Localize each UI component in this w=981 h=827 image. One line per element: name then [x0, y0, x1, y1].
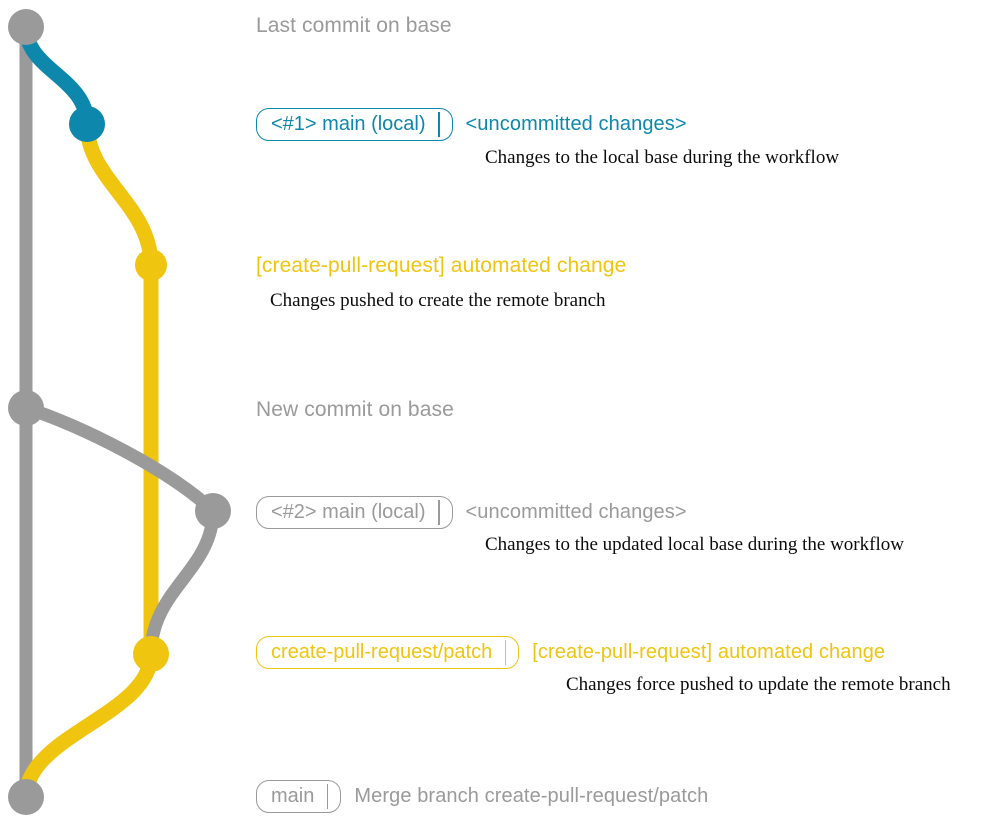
local-branch-line-2 [19, 401, 220, 518]
local-merge-line-2 [144, 504, 220, 661]
commit-node-base-top[interactable] [8, 9, 44, 45]
remote-branch-line-1 [79, 116, 159, 273]
branch-badge-main[interactable]: main [256, 780, 342, 814]
commit-row-automated-change-2: create-pull-request/patch [create-pull-r… [256, 636, 886, 670]
commit-node-merge[interactable] [8, 779, 44, 815]
commit-node-base-new[interactable] [8, 390, 44, 426]
commit-subtitle-local-change-1: Changes to the local base during the wor… [485, 147, 840, 168]
commit-message-last-commit-on-base: Last commit on base [256, 14, 452, 37]
commit-row-merge: main Merge branch create-pull-request/pa… [256, 780, 709, 814]
commit-message-merge: Merge branch create-pull-request/patch [354, 785, 709, 808]
commit-node-local-2[interactable] [195, 493, 231, 529]
commit-node-local-1[interactable] [69, 106, 105, 142]
commit-node-remote-1[interactable] [135, 249, 167, 281]
commit-message-local-change-2: <uncommitted changes> [465, 501, 687, 524]
branch-badge-create-pull-request-patch[interactable]: create-pull-request/patch [256, 636, 520, 670]
branch-badge-main-local-2[interactable]: <#2> main (local) [256, 496, 453, 530]
branch-badge-main-local-1[interactable]: <#1> main (local) [256, 108, 453, 142]
commit-message-new-commit-on-base: New commit on base [256, 398, 454, 421]
commit-message-automated-change-1: [create-pull-request] automated change [256, 254, 627, 277]
commit-subtitle-automated-change-2: Changes force pushed to update the remot… [566, 674, 951, 695]
commit-row-local-change-2: <#2> main (local) <uncommitted changes> [256, 496, 687, 530]
commit-subtitle-automated-change-1: Changes pushed to create the remote bran… [270, 290, 606, 311]
git-commit-graph [8, 9, 231, 815]
commit-subtitle-local-change-2: Changes to the updated local base during… [485, 534, 904, 555]
commit-message-automated-change-2: [create-pull-request] automated change [532, 641, 886, 664]
merge-into-base-line [18, 646, 159, 805]
commit-message-local-change-1: <uncommitted changes> [465, 113, 687, 136]
commit-node-remote-2[interactable] [133, 636, 169, 672]
commit-row-local-change-1: <#1> main (local) <uncommitted changes> [256, 108, 687, 142]
